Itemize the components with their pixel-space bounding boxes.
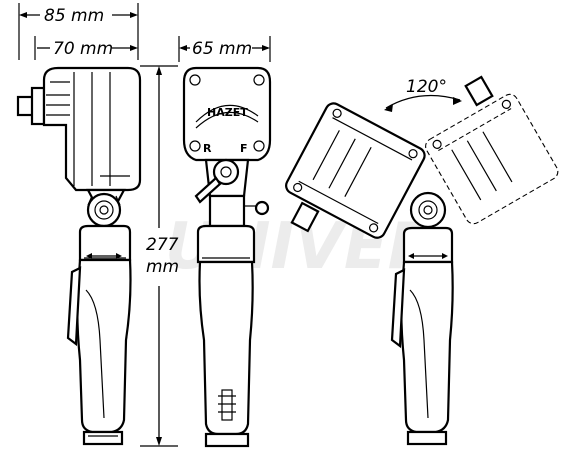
side-view-tool [16,66,142,446]
rotation-angle-label: 120° [406,77,447,97]
lever-label-left: R [203,142,212,155]
lever-label-right: F [240,142,248,155]
overall-length-label: 85 mm [44,6,104,26]
dimension-lines [18,3,271,447]
rotated-view-tool: 120° [285,75,559,446]
brand-label: HAZET [207,106,248,119]
head-length-label: 70 mm [53,39,113,59]
head-width-label: 65 mm [192,39,252,59]
front-view-tool: HAZET R F [182,66,272,448]
height-value-label: 277 [146,235,179,255]
height-unit-label: mm [146,257,179,277]
